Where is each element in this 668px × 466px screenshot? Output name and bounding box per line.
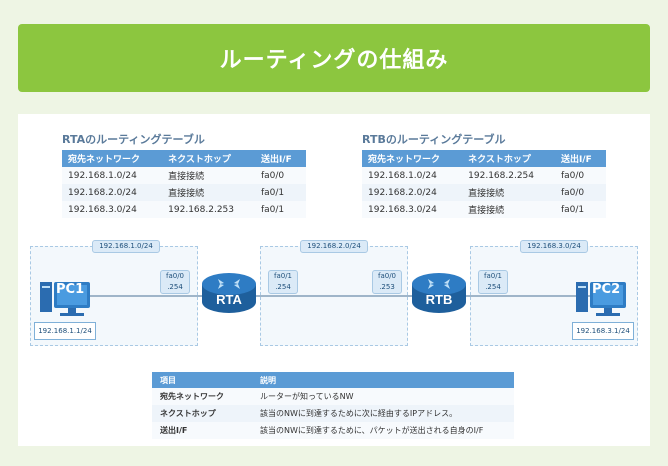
table-cell: fa0/1 <box>254 184 306 201</box>
table-row: 192.168.3.0/24 直接接続 fa0/1 <box>362 201 606 218</box>
router-icon: RTB <box>412 273 466 313</box>
pc1-ip: 192.168.1.1/24 <box>34 322 96 340</box>
column-header: 説明 <box>252 372 514 388</box>
table-row: ネクストホップ 該当のNWに到達するために次に経由するIPアドレス。 <box>152 405 514 422</box>
router-icon: RTA <box>202 273 256 313</box>
rtb-routing-table: 宛先ネットワーク ネクストホップ 送出I/F 192.168.1.0/24 19… <box>362 150 606 218</box>
router-label: RTB <box>426 292 453 307</box>
column-header: 送出I/F <box>554 150 606 167</box>
interface-ip: .254 <box>485 283 501 291</box>
table-cell: 直接接続 <box>162 167 255 184</box>
table-row: 送出I/F 該当のNWに到達するために、パケットが送出される自身のI/F <box>152 422 514 439</box>
rta-routing-table: 宛先ネットワーク ネクストホップ 送出I/F 192.168.1.0/24 直接… <box>62 150 306 218</box>
table-cell: 192.168.2.253 <box>162 201 255 218</box>
table-cell: fa0/0 <box>254 167 306 184</box>
interface-ip: .254 <box>275 283 291 291</box>
table-cell: 直接接続 <box>462 184 555 201</box>
computer-icon <box>576 282 626 316</box>
column-header: 宛先ネットワーク <box>62 150 163 167</box>
column-header: ネクストホップ <box>162 150 255 167</box>
router-rta[interactable]: RTA <box>200 268 258 320</box>
table-cell: ネクストホップ <box>152 405 252 422</box>
table-header-row: 項目 説明 <box>152 372 514 388</box>
pc1[interactable]: PC1 <box>40 280 94 320</box>
table-cell: 192.168.3.0/24 <box>62 201 163 218</box>
interface-name: fa0/0 <box>377 272 397 280</box>
pc2-ip: 192.168.3.1/24 <box>572 322 634 340</box>
rtb-table-title: RTBのルーティングテーブル <box>362 133 506 146</box>
table-row: 宛先ネットワーク ルーターが知っているNW <box>152 388 514 405</box>
table-row: 192.168.1.0/24 直接接続 fa0/0 <box>62 167 306 184</box>
table-cell: fa0/0 <box>554 184 606 201</box>
table-row: 192.168.1.0/24 192.168.2.254 fa0/0 <box>362 167 606 184</box>
table-cell: ルーターが知っているNW <box>252 388 514 405</box>
column-header: 項目 <box>152 372 252 388</box>
interface-ip: .254 <box>167 283 183 291</box>
table-header-row: 宛先ネットワーク ネクストホップ 送出I/F <box>62 150 306 167</box>
network-label-1: 192.168.1.0/24 <box>92 240 160 253</box>
table-cell: 192.168.3.0/24 <box>362 201 463 218</box>
table-cell: 直接接続 <box>162 184 255 201</box>
pc2[interactable]: PC2 <box>576 280 630 320</box>
table-cell: 送出I/F <box>152 422 252 439</box>
router-label: RTA <box>216 292 242 307</box>
computer-icon <box>40 282 90 316</box>
pc-label: PC2 <box>592 282 621 297</box>
link-rtb-pc2 <box>426 295 596 297</box>
table-header-row: 宛先ネットワーク ネクストホップ 送出I/F <box>362 150 606 167</box>
table-row: 192.168.3.0/24 192.168.2.253 fa0/1 <box>62 201 306 218</box>
column-header: ネクストホップ <box>462 150 555 167</box>
table-cell: 宛先ネットワーク <box>152 388 252 405</box>
interface-name: fa0/1 <box>273 272 293 280</box>
table-cell: 192.168.1.0/24 <box>62 167 163 184</box>
rta-right-interface: fa0/1 .254 <box>268 270 298 294</box>
interface-name: fa0/0 <box>165 272 185 280</box>
table-cell: 直接接続 <box>462 201 555 218</box>
table-row: 192.168.2.0/24 直接接続 fa0/1 <box>62 184 306 201</box>
interface-name: fa0/1 <box>483 272 503 280</box>
page-title: ルーティングの仕組み <box>18 24 650 92</box>
table-cell: 192.168.1.0/24 <box>362 167 463 184</box>
pc-label: PC1 <box>56 282 85 297</box>
rtb-right-interface: fa0/1 .254 <box>478 270 508 294</box>
table-cell: 192.168.2.254 <box>462 167 555 184</box>
table-cell: fa0/1 <box>254 201 306 218</box>
link-rta-rtb <box>246 295 426 297</box>
column-header: 送出I/F <box>254 150 306 167</box>
router-rtb[interactable]: RTB <box>410 268 468 320</box>
table-cell: 192.168.2.0/24 <box>362 184 463 201</box>
rta-table-title: RTAのルーティングテーブル <box>62 133 205 146</box>
table-cell: fa0/1 <box>554 201 606 218</box>
link-pc1-rta <box>70 295 246 297</box>
network-label-2: 192.168.2.0/24 <box>300 240 368 253</box>
table-row: 192.168.2.0/24 直接接続 fa0/0 <box>362 184 606 201</box>
network-label-3: 192.168.3.0/24 <box>520 240 588 253</box>
rta-left-interface: fa0/0 .254 <box>160 270 190 294</box>
interface-ip: .253 <box>379 283 395 291</box>
column-header: 宛先ネットワーク <box>362 150 463 167</box>
table-cell: fa0/0 <box>554 167 606 184</box>
table-cell: 192.168.2.0/24 <box>62 184 163 201</box>
rtb-left-interface: fa0/0 .253 <box>372 270 402 294</box>
table-cell: 該当のNWに到達するために、パケットが送出される自身のI/F <box>252 422 514 439</box>
legend-table: 項目 説明 宛先ネットワーク ルーターが知っているNW ネクストホップ 該当のN… <box>152 372 514 439</box>
table-cell: 該当のNWに到達するために次に経由するIPアドレス。 <box>252 405 514 422</box>
